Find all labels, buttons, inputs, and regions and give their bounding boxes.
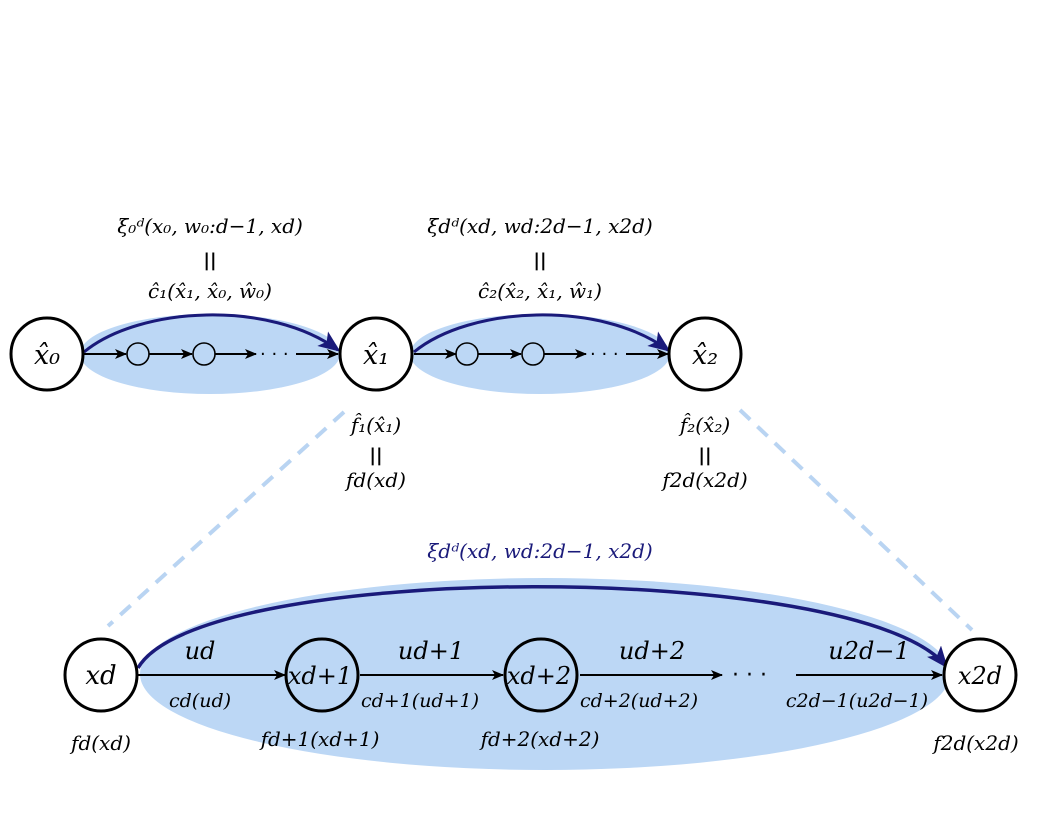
bottom-segment-arc bbox=[136, 585, 948, 669]
top-node-x2: x̂₂ bbox=[667, 316, 743, 392]
bottom-node-cost-2: fd+1(xd+1) bbox=[259, 727, 380, 751]
edge-cost-3: cd+2(ud+2) bbox=[580, 690, 698, 712]
bottom-node-xd2: xd+2 bbox=[503, 637, 579, 713]
bottom-outer-label: ξdᵈ(xd, wd:2d−1, x2d) bbox=[427, 539, 652, 563]
node-cost-2-lower: f2d(x2d) bbox=[660, 468, 747, 492]
node-cost-1-upper: f̂₁(x̂₁) bbox=[349, 413, 401, 437]
top-node-x1-label: x̂₁ bbox=[363, 340, 389, 371]
bottom-dots: · · · bbox=[732, 663, 767, 688]
zoom-line-left bbox=[106, 410, 346, 628]
control-label-4: u2d−1 bbox=[828, 637, 909, 665]
bottom-node-xd2-label: xd+2 bbox=[507, 662, 571, 690]
node-cost-1-lower: fd(xd) bbox=[344, 468, 406, 492]
top-segment-2-arc bbox=[413, 313, 671, 354]
bottom-node-xd1: xd+1 bbox=[284, 637, 360, 713]
top-segment-1-arc bbox=[83, 313, 341, 354]
top-segment-2-upper: ξdᵈ(xd, wd:2d−1, x2d) bbox=[427, 214, 652, 238]
node-cost-2-upper: f̂₂(x̂₂) bbox=[678, 413, 730, 437]
node-cost-2-equals: || bbox=[698, 445, 711, 466]
control-label-2: ud+1 bbox=[398, 637, 464, 665]
bottom-node-xd: xd bbox=[63, 637, 139, 713]
zoom-line-right bbox=[738, 408, 974, 632]
bottom-node-x2d: x2d bbox=[942, 637, 1018, 713]
node-cost-1-equals: || bbox=[369, 445, 382, 466]
bottom-node-x2d-label: x2d bbox=[958, 662, 1002, 690]
top-segment-2-lower: ĉ₂(x̂₂, x̂₁, ŵ₁) bbox=[478, 279, 602, 303]
top-seg1-dots: · · · bbox=[260, 344, 289, 365]
top-segment-1-lower: ĉ₁(x̂₁, x̂₀, ŵ₀) bbox=[148, 279, 272, 303]
top-node-x0-label: x̂₀ bbox=[34, 340, 60, 371]
top-segment-2-equals: || bbox=[533, 250, 546, 271]
bottom-node-cost-1: fd(xd) bbox=[69, 731, 131, 755]
control-label-3: ud+2 bbox=[619, 637, 685, 665]
bottom-node-cost-3: fd+2(xd+2) bbox=[479, 727, 600, 751]
bottom-node-xd-label: xd bbox=[85, 661, 116, 691]
top-node-x2-label: x̂₂ bbox=[692, 340, 718, 371]
control-label-1: ud bbox=[185, 637, 216, 665]
edge-cost-1: cd(ud) bbox=[169, 690, 231, 712]
top-segment-1-equals: || bbox=[203, 250, 216, 271]
top-node-x1: x̂₁ bbox=[338, 316, 414, 392]
edge-cost-2: cd+1(ud+1) bbox=[361, 690, 479, 712]
bottom-node-cost-4: f2d(x2d) bbox=[931, 731, 1018, 755]
bottom-node-xd1-label: xd+1 bbox=[288, 662, 352, 690]
top-segment-2-shade bbox=[410, 314, 670, 394]
top-segment-1-upper: ξ₀ᵈ(x₀, w₀:d−1, xd) bbox=[117, 214, 303, 238]
top-segment-1-shade bbox=[80, 314, 340, 394]
edge-cost-4: c2d−1(u2d−1) bbox=[786, 690, 928, 712]
top-seg2-dots: · · · bbox=[590, 344, 619, 365]
top-node-x0: x̂₀ bbox=[9, 316, 85, 392]
